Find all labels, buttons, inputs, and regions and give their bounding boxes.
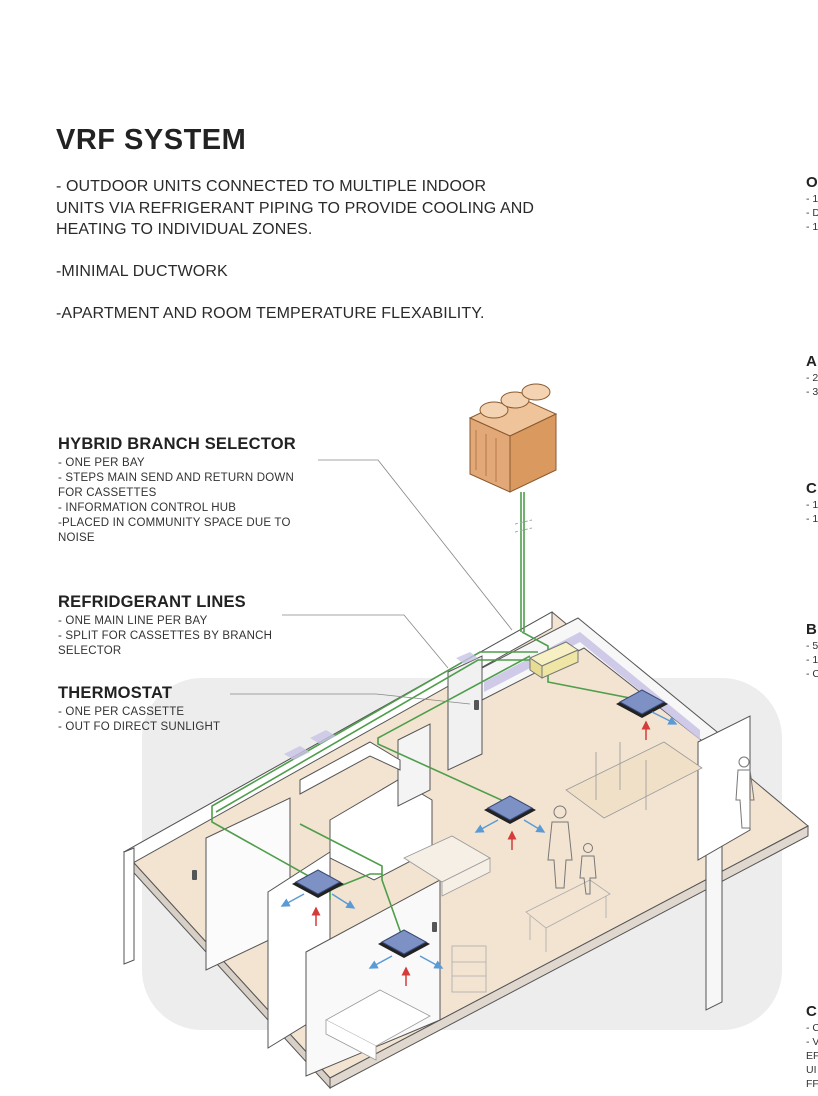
side-line: FF xyxy=(806,1078,818,1090)
corridor-wall xyxy=(481,617,723,1011)
side-heading: C xyxy=(806,480,817,497)
side-line: - 3 xyxy=(806,386,818,398)
column xyxy=(447,655,483,771)
note-line: - INFORMATION CONTROL HUB xyxy=(58,502,237,514)
branch-selector-heading: HYBRID BRANCH SELECTOR xyxy=(58,435,296,453)
note-line: - OUT FO DIRECT SUNLIGHT xyxy=(58,721,221,733)
side-line: - 1 xyxy=(806,193,818,205)
thermostats xyxy=(192,700,479,932)
sofa xyxy=(403,835,491,897)
side-line: EF xyxy=(806,1050,818,1062)
intro-paragraph: - OUTDOOR UNITS CONNECTED TO MULTIPLE IN… xyxy=(56,178,535,238)
note-line: - ONE PER CASSETTE xyxy=(58,706,185,718)
note-line: - SPLIT FOR CASSETTES BY BRANCH SELECTOR xyxy=(58,630,273,657)
side-line: UI xyxy=(806,1064,817,1076)
side-line: - C xyxy=(806,668,818,680)
left-exterior-wall xyxy=(123,847,135,965)
side-heading: B xyxy=(806,621,817,638)
bookshelf xyxy=(451,945,487,993)
side-section: O - 1 - D - 1 xyxy=(806,174,818,234)
side-heading: O xyxy=(806,174,818,191)
note-line: - STEPS MAIN SEND AND RETURN DOWN FOR CA… xyxy=(58,472,294,499)
cassette-units xyxy=(280,689,678,986)
side-section: C - 1 - 1 xyxy=(806,480,818,526)
side-line: - C xyxy=(806,1022,818,1034)
note-line: - ONE MAIN LINE PER BAY xyxy=(58,615,208,627)
page-title: VRF SYSTEM xyxy=(56,124,247,156)
note-line: -PLACED IN COMMUNITY SPACE DUE TO NOISE xyxy=(58,517,291,544)
side-line: - 1 xyxy=(806,654,818,666)
cassette-unit xyxy=(368,929,444,986)
branch-selector-box xyxy=(528,641,580,679)
side-line: - 1 xyxy=(806,513,818,525)
side-section: A - 2 - 3 xyxy=(806,353,818,399)
side-section: B - 5 - 1 - C xyxy=(806,621,818,681)
partition-e xyxy=(397,723,431,807)
dining-table xyxy=(525,879,611,952)
refrigerant-lines-heading: REFRIDGERANT LINES xyxy=(58,593,246,611)
note-line: - ONE PER BAY xyxy=(58,457,145,469)
side-line: - 1 xyxy=(806,221,818,233)
cassette-unit xyxy=(280,869,356,926)
side-line: - 2 xyxy=(806,372,818,384)
right-wall xyxy=(697,715,751,861)
refrigerant-lines-notes: - ONE MAIN LINE PER BAY - SPLIT FOR CASS… xyxy=(58,614,288,659)
duct-segments xyxy=(284,652,478,760)
side-line: - D xyxy=(806,207,818,219)
branch-selector-notes: - ONE PER BAY - STEPS MAIN SEND AND RETU… xyxy=(58,456,318,546)
side-line: - 1 xyxy=(806,499,818,511)
partition-f xyxy=(299,741,401,795)
ductwork-note: -MINIMAL DUCTWORK xyxy=(56,263,228,280)
cassette-unit xyxy=(616,689,678,740)
side-heading: A xyxy=(806,353,817,370)
leader-lines xyxy=(230,459,513,705)
outdoor-unit xyxy=(468,383,558,493)
thermostat-notes: - ONE PER CASSETTE - OUT FO DIRECT SUNLI… xyxy=(58,705,318,735)
cassette-unit xyxy=(474,795,546,850)
thermostat-heading: THERMOSTAT xyxy=(58,684,173,702)
floor-edge-right xyxy=(329,825,809,1089)
side-line: - 5 xyxy=(806,640,818,652)
kitchen-counter xyxy=(565,741,703,819)
bed xyxy=(325,989,431,1061)
flexibility-note: -APARTMENT AND ROOM TEMPERATURE FLEXABIL… xyxy=(56,305,485,322)
side-heading: C xyxy=(806,1003,817,1020)
people xyxy=(547,756,755,895)
side-section: C - C - V EF UI FF xyxy=(806,1003,818,1091)
side-line: - V xyxy=(806,1036,818,1048)
